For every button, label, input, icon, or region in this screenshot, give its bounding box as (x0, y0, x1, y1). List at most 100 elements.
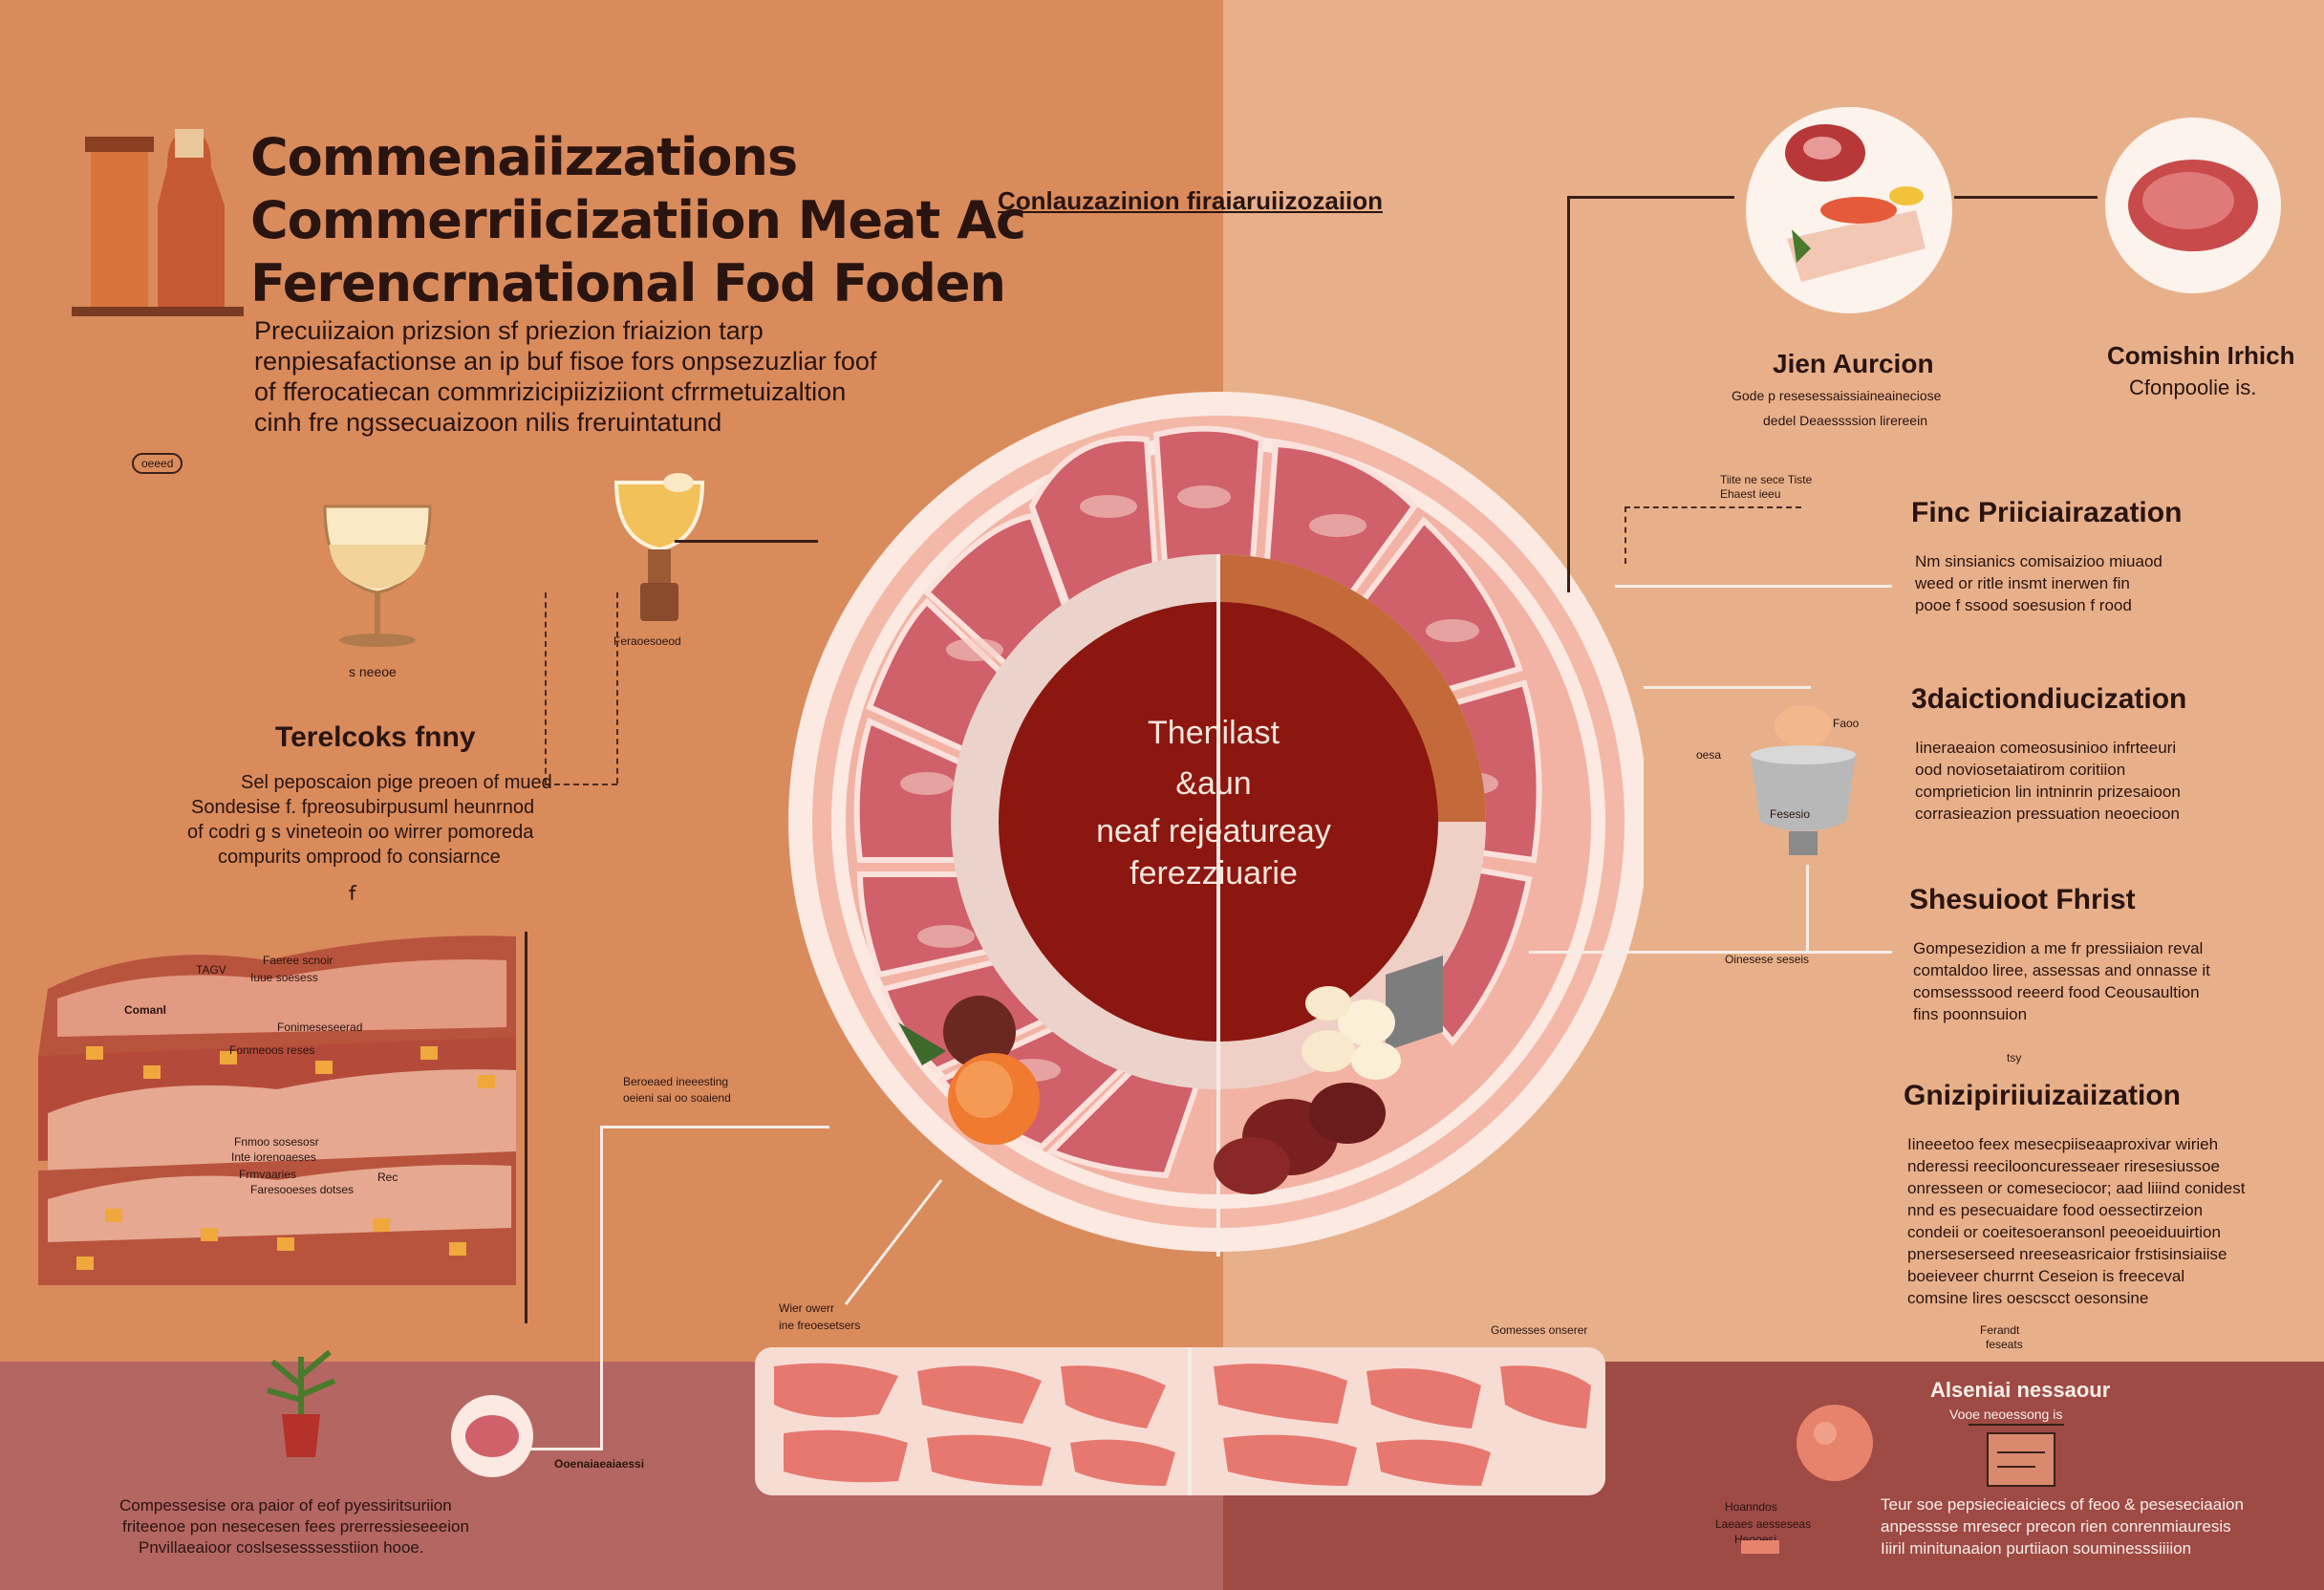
right-section-line: weed or ritle insmt inerwen fin (1915, 574, 2130, 592)
right-section-line: Nm sinsianics comisaizioo miuaod (1915, 552, 2163, 570)
right-section-line: nderessi reecilooncuresseaer riresesiuss… (1907, 1157, 2220, 1175)
left-vertical-divider (525, 932, 527, 1323)
right-top-connector (1567, 196, 1734, 199)
right-arrow-1 (1615, 585, 1892, 588)
title-line-3: Ferencrnational Fod Foden (250, 253, 1006, 313)
callout-line-vertical (600, 1126, 603, 1450)
callout-wier-2: ine freoesetsers (779, 1319, 861, 1332)
note-oesa: oesa (1696, 748, 1722, 762)
right-section-line: condeii or coeitesoeransonl peeoeiduuirt… (1907, 1223, 2221, 1241)
glass-dashed-horizontal (545, 784, 617, 785)
right-section-line: comsesssood reeerd food Ceousaultion (1913, 983, 2200, 1001)
callout-oeanalesi: Ooenaiaeaiaessi (554, 1457, 645, 1471)
item1-line-2: dedel Deaessssion lirereein (1763, 413, 1927, 428)
steak-circle-image (2105, 118, 2281, 293)
glass-dashed-connector (616, 592, 618, 784)
bottom-right-label-2: Laeaes aesseseas (1715, 1517, 1812, 1531)
meat-note-7: Frmvaaries (239, 1168, 297, 1181)
jars-illustration (72, 129, 244, 316)
small-meat-icon (1741, 1540, 1779, 1554)
right-section-line: fins poonnsuion (1913, 1005, 2028, 1023)
bottom-right-connector (1969, 1424, 2064, 1426)
bottom-right-line-1: Teur soe pepsiecieaiciecs of feoo & pese… (1881, 1495, 2244, 1514)
layered-meat-illustration (38, 935, 516, 1285)
center-line-2: &aun (1175, 765, 1252, 802)
bottom-right-line-3: Iiiril minitunaaion purtiiaon souminesss… (1881, 1539, 2192, 1558)
right-section-line: pnerseserseed nreeseasricaior frstisinsi… (1907, 1245, 2227, 1263)
meatball-icon (1797, 1405, 1873, 1481)
left-section-line-1: Sel peposcaion pige preoen of mued (241, 772, 552, 793)
intro-line-4: cinh fre ngssecuaizoon nilis freruintatu… (254, 408, 722, 437)
coin-connector (530, 1448, 597, 1450)
glass-dashed-left (545, 592, 547, 784)
top-center-label: Conlauzazinion firaiaruiizozaiion (998, 186, 1384, 215)
bottom-right-label-1: Hoanndos (1725, 1500, 1777, 1514)
note-ossesees: Oinesese seseis (1725, 953, 1810, 966)
left-section-line-3: of codri g s vineteoin oo wirrer pomored… (187, 822, 534, 843)
meat-note-8: Faresooeses dotses (250, 1183, 355, 1196)
right-section-line: ood noviosetaiatirom coritiion (1915, 761, 2126, 779)
meat-note-6: Inte iorenoaeses (231, 1150, 316, 1164)
title-line-2: Commerriicizatiion Meat Ac (250, 190, 1026, 250)
callout-diagonal (844, 1179, 943, 1305)
center-line-4: ferezziuarie (1130, 855, 1298, 892)
right-section-line: comprieticion lin intninrin prizesaioon (1915, 783, 2181, 801)
wine-label: s neeoe (349, 664, 397, 679)
right-vertical-line (1567, 196, 1570, 592)
cocktail-glass-icon (613, 473, 705, 621)
right-dashed-top (1625, 506, 1801, 508)
right-section-line: boeieveer churrnt Ceseion is freeceval (1907, 1267, 2185, 1285)
right-arrow-3 (1529, 951, 1892, 954)
badge: oeeed (132, 453, 183, 474)
callout-beroeaed-2: oeieni sai oo soaiend (623, 1091, 731, 1105)
wine-glass-icon (323, 505, 432, 647)
callout-beroeaed: Beroeaed ineeesting (623, 1075, 729, 1088)
item2-line-1: Cfonpoolie is. (2129, 376, 2257, 399)
center-line-1: Thenilast (1148, 715, 1280, 751)
bottom-right-title: Alseniai nessaour (1930, 1378, 2111, 1402)
right-arrow-2 (1644, 686, 1811, 689)
right-section-line: Gompesezidion a me fr pressiiaion reval (1913, 939, 2204, 957)
bowl-icon (1751, 705, 1856, 855)
glass-connector (675, 540, 818, 543)
meat-note-4: Fonmeoos reses (229, 1043, 315, 1057)
meat-rec-label: Rec (377, 1171, 398, 1184)
fork-icon: ꬵ (349, 882, 356, 906)
note-ferandt: Ferandt (1980, 1323, 2020, 1337)
left-section-line-2: Sondesise f. fpreosubirpusuml heunrnod (191, 797, 535, 818)
bowl-label: Fesesio (1770, 807, 1811, 821)
right-section-title: Finc Priiciairazation (1911, 497, 2183, 528)
right-section-line: Iineeetoo feex mesecpiiseaaproxivar wiri… (1907, 1135, 2219, 1153)
potted-plant-icon (267, 1349, 336, 1457)
note-faoo: Faoo (1833, 717, 1860, 730)
left-section-line-4: compurits omprood fo consiarnce (218, 847, 501, 868)
right-section-line: comsine lires oescscct oesonsine (1907, 1289, 2149, 1307)
bottom-left-line-1: Compessesise ora paior of eof pyessirits… (119, 1496, 452, 1515)
callout-gomesses: Gomesses onserer (1491, 1323, 1588, 1337)
bottom-left-line-2: friteenoe pon nesecesen fees prerressies… (122, 1517, 469, 1536)
bottom-right-line-2: anpesssse mresecr precon rien conrenmiau… (1881, 1517, 2231, 1536)
right-section-line: onresseen or comeseciocor; aad liiind co… (1907, 1179, 2246, 1197)
right-section-line: Iineraeaion comeosusinioo infrteeuri (1915, 739, 2177, 757)
bottom-right-subtitle: Vooe neoessong is (1949, 1407, 2063, 1422)
right-top-connector-2 (1954, 196, 2098, 199)
meat-note-2: Iuue soesess (250, 971, 318, 984)
right-section-title: Gnizipiriiuizaiization (1904, 1080, 2182, 1111)
intro-line-2: renpiesafactionse an ip buf fisoe fors o… (254, 347, 877, 376)
meat-note-3: Fonimeseseerad (277, 1021, 363, 1034)
meat-slab-illustration (755, 1347, 1605, 1495)
right-section-title: Shesuioot Fhrist (1909, 884, 2136, 915)
left-section-title: Terelcoks fnny (275, 721, 476, 753)
bottom-left-line-3: Pnvillaeaioor coslsesesssesstiion hooe. (139, 1538, 424, 1557)
meat-coin-icon (451, 1395, 533, 1477)
meat-wheel-diagram (788, 392, 1644, 1257)
item1-title: Jien Aurcion (1773, 349, 1934, 378)
callout-line-top (600, 1126, 829, 1128)
right-section-line: comtaldoo liree, assessas and onnasse it (1913, 961, 2210, 979)
intro-line-1: Precuiizaion prizsion sf priezion friaiz… (254, 316, 764, 345)
note-tite: Tiite ne sece Tiste (1720, 473, 1813, 486)
right-arrow-3-vertical (1806, 865, 1809, 951)
right-section-title: 3daictiondiucization (1911, 683, 2187, 715)
note-tsy: tsy (2007, 1051, 2022, 1064)
